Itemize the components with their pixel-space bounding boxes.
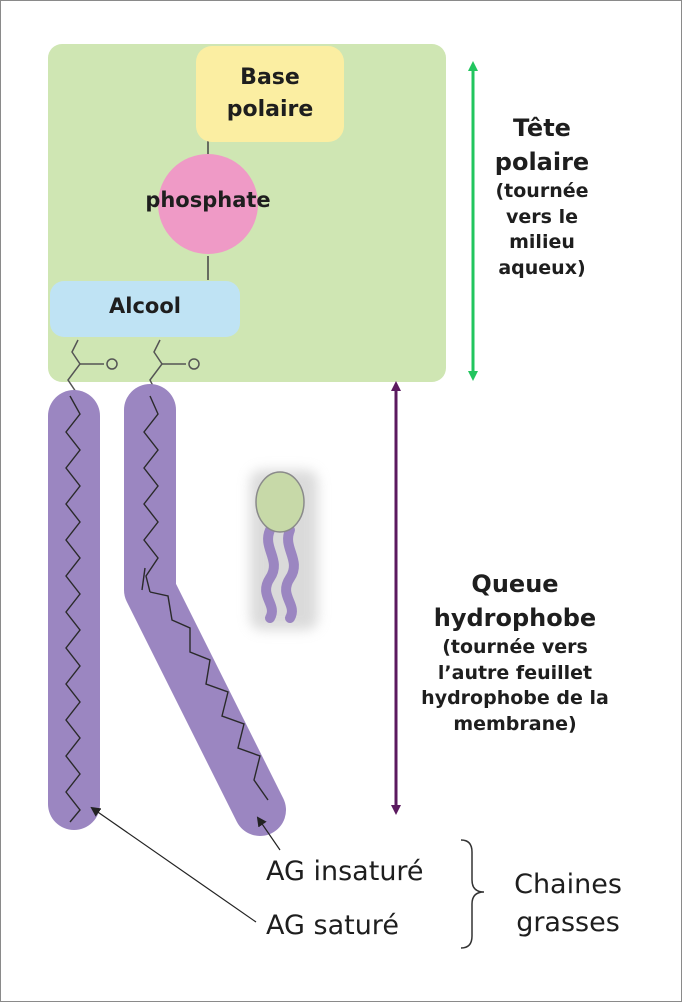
saturated-chain-zigzag (65, 395, 81, 823)
unsaturated-chain-zigzag-lower (149, 591, 269, 801)
base-polaire-label: Base polaire (226, 65, 314, 122)
saturated-chain-band (48, 390, 100, 830)
pointer-ag-sature (90, 806, 257, 923)
queue-hydrophobe-label: Queue hydrophobe (tournée vers l’autre f… (410, 568, 620, 738)
tete-polaire-label: Tête polaire (tournée vers le milieu aqu… (478, 112, 606, 282)
unsaturated-chain-zigzag-upper (143, 395, 159, 593)
ester-linkage-1 (67, 339, 118, 393)
tete-polaire-desc: (tournée vers le milieu aqueux) (495, 180, 589, 280)
ester-linkage-2 (149, 339, 200, 393)
base-polaire-box (196, 46, 344, 142)
phosphate-label: phosphate (145, 188, 271, 212)
tete-polaire-title: Tête polaire (494, 114, 590, 176)
chaines-grasses-bracket (460, 839, 485, 949)
queue-hydrophobe-title: Queue hydrophobe (433, 570, 597, 632)
phospholipid-icon (250, 470, 318, 630)
ag-insature-label: AG insaturé (266, 856, 424, 887)
phosphate-circle (158, 154, 258, 254)
chaines-grasses-label: Chaines grasses (514, 869, 622, 938)
queue-hydrophobe-desc: (tournée vers l’autre feuillet hydrophob… (421, 636, 609, 736)
ag-sature-label: AG saturé (266, 910, 399, 941)
alcool-label: Alcool (109, 294, 181, 318)
pointer-ag-insature (256, 816, 281, 851)
double-bond-mark (141, 567, 146, 591)
alcool-box (50, 281, 240, 337)
